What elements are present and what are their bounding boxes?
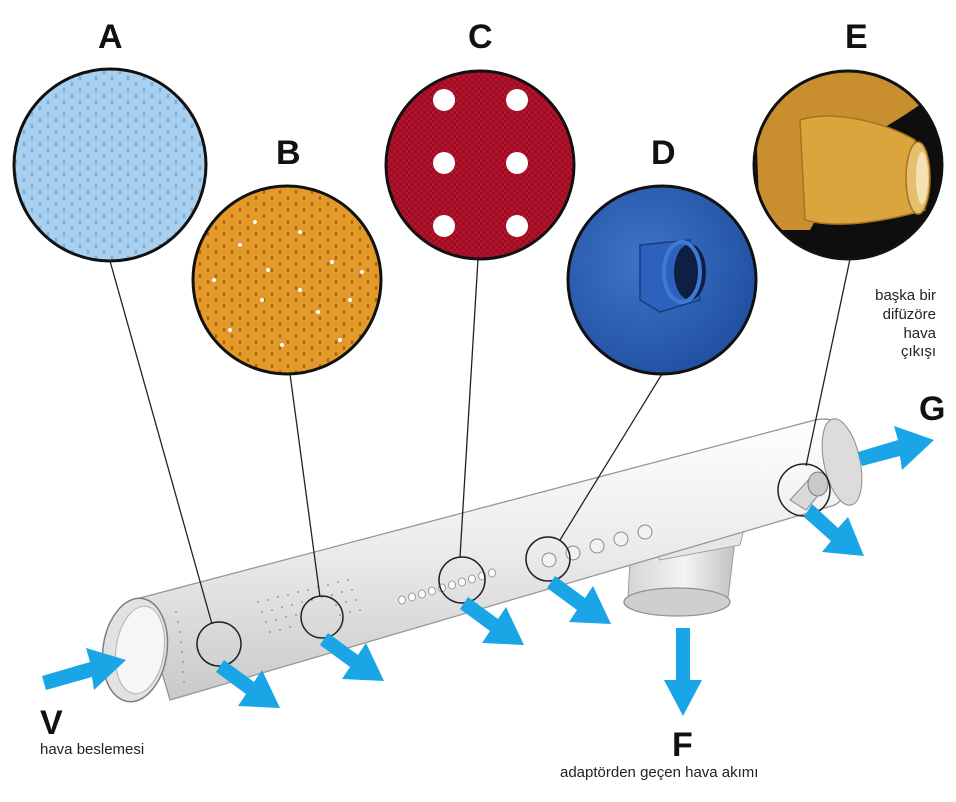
arrow-out-icon (460, 597, 524, 645)
perforation-a (175, 611, 185, 683)
caption-adapter-airflow: adaptörden geçen hava akımı (560, 764, 759, 781)
arrow-out-icon (320, 633, 384, 681)
ring-b (300, 595, 344, 639)
fabric-circle-d (566, 184, 758, 376)
leader-lines (109, 258, 851, 625)
ring-a (196, 621, 242, 667)
arrow-down-icon (664, 628, 702, 716)
perforation-b (257, 579, 361, 633)
duct (101, 418, 863, 703)
label-a: A (98, 18, 123, 56)
label-d: D (651, 134, 676, 172)
caption-air-supply: hava beslemesi (40, 741, 145, 758)
fabric-circle-e (752, 69, 944, 261)
caption-outlet-other-diffuser: başka bir difüzöre hava çıkışı (875, 287, 936, 361)
arrow-out-icon (216, 660, 280, 708)
label-c: C (468, 18, 493, 56)
arrow-in-icon (42, 648, 126, 690)
spigot-e (789, 471, 829, 511)
flow-arrows (42, 426, 934, 716)
label-v: V (40, 704, 63, 742)
label-f: F (672, 726, 693, 764)
ring-e (777, 463, 831, 517)
arrow-out-icon (858, 426, 934, 470)
arrow-out-icon (547, 576, 611, 624)
fabric-circle-a (12, 67, 208, 263)
ring-c (438, 556, 486, 604)
label-e: E (845, 18, 868, 56)
label-b: B (276, 134, 301, 172)
perforation-c (398, 568, 496, 605)
label-g: G (919, 390, 946, 428)
callout-rings (196, 463, 831, 667)
fabric-circle-b (191, 184, 383, 376)
arrow-out-icon (804, 504, 864, 556)
fabric-circle-c (384, 69, 576, 261)
ring-d (525, 536, 571, 582)
